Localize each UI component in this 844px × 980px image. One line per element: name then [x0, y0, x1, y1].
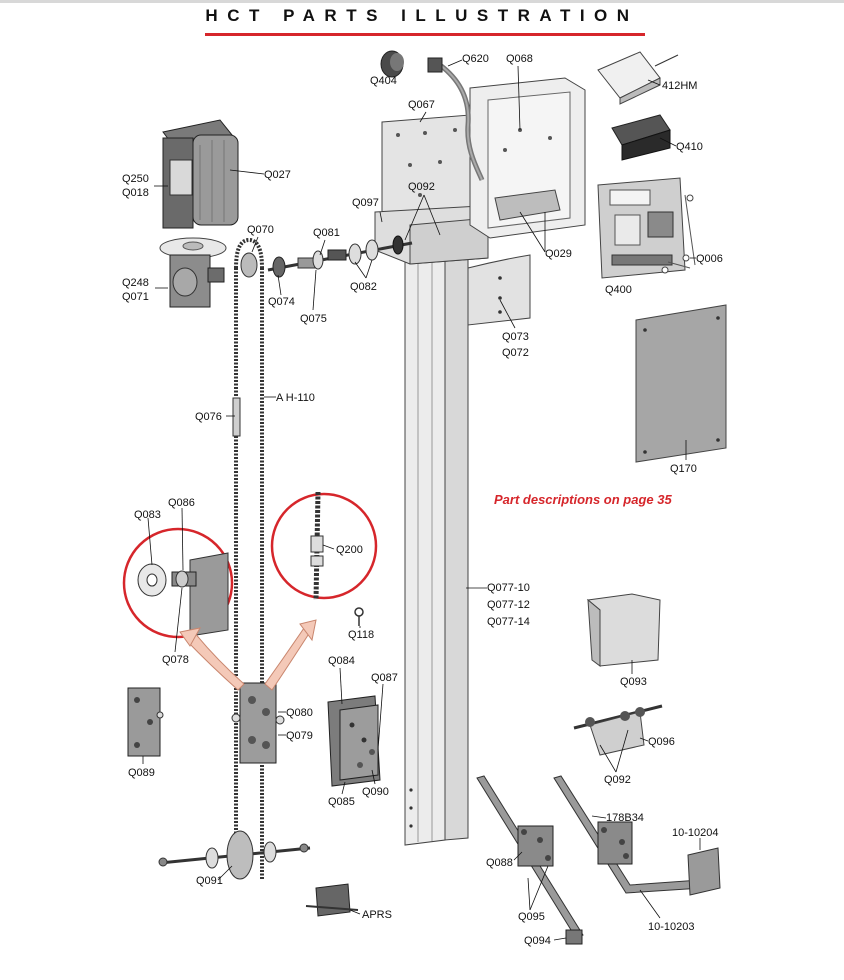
- circuit-board: [597, 177, 696, 279]
- label-ah110: A H-110: [276, 392, 315, 404]
- adapter-plate: [467, 254, 531, 326]
- label-q076: Q076: [195, 411, 222, 423]
- label-q400: Q400: [605, 284, 632, 296]
- label-178b34: 178B34: [606, 812, 644, 824]
- label-q096: Q096: [648, 736, 675, 748]
- label-q087: Q087: [371, 672, 398, 684]
- label-10-10204: 10-10204: [672, 827, 719, 839]
- bracket-q089: [127, 687, 164, 757]
- label-q077-10: Q077-10: [487, 582, 530, 594]
- remote-transmitter: [597, 51, 679, 105]
- label-q094: Q094: [524, 935, 551, 947]
- label-q071: Q071: [122, 291, 149, 303]
- pin-q118: [354, 607, 364, 626]
- title-underline: [205, 33, 645, 36]
- label-q077-14: Q077-14: [487, 616, 530, 628]
- drive-shaft: [267, 235, 413, 278]
- label-q077-12: Q077-12: [487, 599, 530, 611]
- page-title: HCT PARTS ILLUSTRATION: [205, 6, 639, 25]
- label-q072: Q072: [502, 347, 529, 359]
- pulley-q404: [380, 50, 404, 78]
- label-q248: Q248: [122, 277, 149, 289]
- label-q097: Q097: [352, 197, 379, 209]
- label-q027: Q027: [264, 169, 291, 181]
- label-q018: Q018: [122, 187, 149, 199]
- label-q170: Q170: [670, 463, 697, 475]
- label-q081: Q081: [313, 227, 340, 239]
- receiver-q410: [611, 114, 671, 161]
- label-q074: Q074: [268, 296, 295, 308]
- motor: [162, 119, 239, 229]
- main-column: [404, 249, 469, 846]
- label-q620: Q620: [462, 53, 489, 65]
- leader-lines: [142, 59, 701, 941]
- cable-plug: [427, 57, 443, 73]
- cover-bracket-q093: [586, 593, 661, 667]
- label-q078: Q078: [162, 654, 189, 666]
- bracket: [374, 205, 489, 265]
- label-q075: Q075: [300, 313, 327, 325]
- label-q068: Q068: [506, 53, 533, 65]
- label-q088: Q088: [486, 857, 513, 869]
- trolley: [231, 682, 285, 764]
- label-q118: Q118: [348, 629, 374, 641]
- label-q067: Q067: [408, 99, 435, 111]
- hinge-bracket: [573, 704, 663, 756]
- door-arms: [476, 775, 721, 945]
- label-q073: Q073: [502, 331, 529, 343]
- label-412hm: 412HM: [662, 80, 697, 92]
- aprs-bracket: [305, 883, 359, 917]
- chain: [232, 237, 264, 880]
- page-reference-note: Part descriptions on page 35: [494, 492, 672, 507]
- label-aprs: APRS: [362, 909, 392, 921]
- label-q091: Q091: [196, 875, 223, 887]
- label-q092-bottom: Q092: [604, 774, 631, 786]
- label-q090: Q090: [362, 786, 389, 798]
- label-q089: Q089: [128, 767, 155, 779]
- cover-panel: [635, 304, 727, 463]
- label-q404: Q404: [370, 75, 397, 87]
- label-q079: Q079: [286, 730, 313, 742]
- label-q086: Q086: [168, 497, 195, 509]
- label-q200: Q200: [336, 544, 363, 556]
- gearbox: [159, 237, 227, 308]
- label-q084: Q084: [328, 655, 355, 667]
- label-q006: Q006: [696, 253, 723, 265]
- detail-circle-chain: [270, 491, 378, 601]
- label-q029: Q029: [545, 248, 572, 260]
- label-10-10203: 10-10203: [648, 921, 695, 933]
- callout-arrows: [179, 619, 317, 691]
- label-q093: Q093: [620, 676, 647, 688]
- label-q080: Q080: [286, 707, 313, 719]
- label-q070: Q070: [247, 224, 274, 236]
- detail-circle-roller: [122, 527, 234, 639]
- top-border: [0, 0, 844, 3]
- idler-pulley: [158, 830, 311, 880]
- control-box: [469, 77, 586, 239]
- label-q092-top: Q092: [408, 181, 435, 193]
- mount-plate: [381, 114, 471, 217]
- label-q410: Q410: [676, 141, 703, 153]
- carriage-block: [327, 695, 381, 787]
- label-q082: Q082: [350, 281, 377, 293]
- label-q083: Q083: [134, 509, 161, 521]
- label-q085: Q085: [328, 796, 355, 808]
- label-q250: Q250: [122, 173, 149, 185]
- label-q095: Q095: [518, 911, 545, 923]
